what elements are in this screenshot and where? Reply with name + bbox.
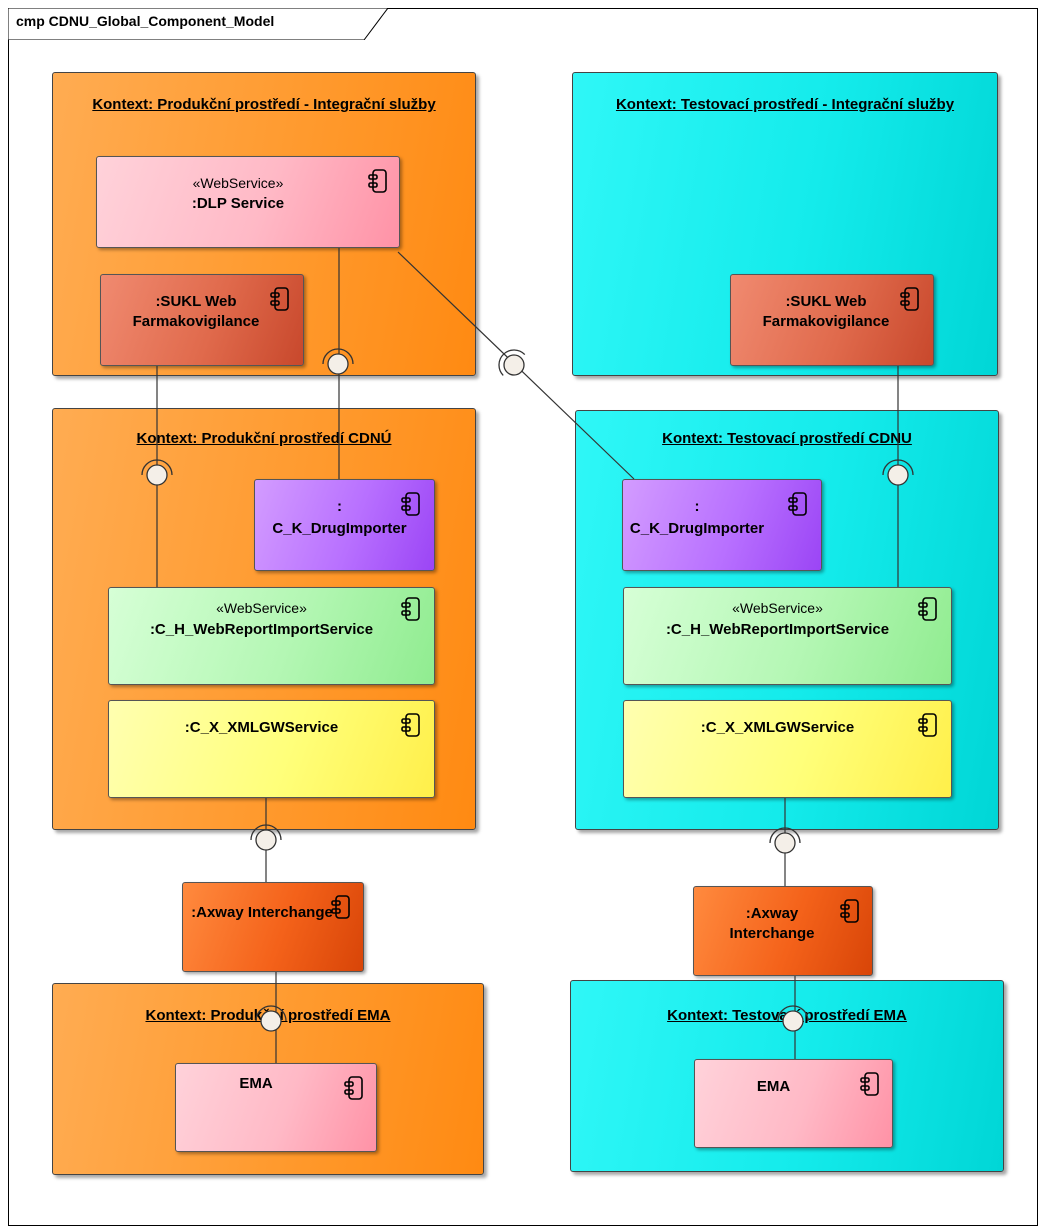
component-icon — [859, 1071, 881, 1097]
component-name-prefix: : — [694, 498, 700, 515]
component-name: EMA — [239, 1075, 273, 1092]
component-drug-importer-test[interactable]: : C_K_DrugImporter — [622, 479, 822, 571]
component-ema-test[interactable]: EMA — [694, 1059, 893, 1148]
component-icon — [787, 491, 809, 517]
context-title: Kontext: Testovací prostředí - Integračn… — [615, 96, 955, 113]
component-sukl-test[interactable]: :SUKL Web Farmakovigilance — [730, 274, 934, 366]
context-title: Kontext: Produkční prostředí - Integračn… — [92, 96, 436, 113]
diagram-title: cmp CDNU_Global_Component_Model — [16, 13, 275, 29]
component-name: :SUKL Web Farmakovigilance — [762, 293, 890, 330]
component-webreport-test[interactable]: «WebService» :C_H_WebReportImportService — [623, 587, 952, 685]
component-axway-test[interactable]: :Axway Interchange — [693, 886, 873, 976]
component-webreport-prod[interactable]: «WebService» :C_H_WebReportImportService — [108, 587, 435, 685]
component-dlp-service[interactable]: «WebService» :DLP Service — [96, 156, 400, 248]
context-title: Kontext: Produkční prostředí CDNÚ — [136, 430, 392, 447]
component-icon — [400, 596, 422, 622]
stereotype-label: «WebService» — [216, 600, 307, 616]
component-name: :Axway Interchange — [729, 905, 815, 942]
stereotype-label: «WebService» — [732, 600, 823, 616]
component-ema-prod[interactable]: EMA — [175, 1063, 377, 1152]
component-name: :Axway Interchange — [191, 904, 333, 921]
component-icon — [343, 1075, 365, 1101]
component-icon — [367, 168, 389, 194]
component-icon — [839, 898, 861, 924]
component-name: :C_X_XMLGWService — [184, 719, 339, 736]
component-name: :SUKL Web Farmakovigilance — [132, 293, 260, 330]
component-axway-prod[interactable]: :Axway Interchange — [182, 882, 364, 972]
component-icon — [917, 596, 939, 622]
component-name: :C_H_WebReportImportService — [665, 621, 890, 638]
component-name: :DLP Service — [191, 195, 285, 212]
component-icon — [917, 712, 939, 738]
context-title: Kontext: Testovací prostředí EMA — [667, 1007, 907, 1024]
component-name: C_K_DrugImporter — [629, 520, 765, 537]
component-icon — [400, 491, 422, 517]
component-name: C_K_DrugImporter — [272, 520, 407, 537]
component-name: EMA — [756, 1078, 791, 1095]
context-title: Kontext: Produkční prostředí EMA — [145, 1007, 391, 1024]
component-name: :C_X_XMLGWService — [700, 719, 855, 736]
component-sukl-prod[interactable]: :SUKL Web Farmakovigilance — [100, 274, 304, 366]
component-icon — [899, 286, 921, 312]
stereotype-label: «WebService» — [192, 175, 284, 191]
component-icon — [269, 286, 291, 312]
context-title: Kontext: Testovací prostředí CDNU — [662, 430, 912, 447]
diagram-frame-tab — [8, 8, 388, 40]
component-drug-importer-prod[interactable]: : C_K_DrugImporter — [254, 479, 435, 571]
component-xmlgw-prod[interactable]: :C_X_XMLGWService — [108, 700, 435, 798]
component-icon — [400, 712, 422, 738]
component-name: :C_H_WebReportImportService — [149, 621, 374, 638]
component-xmlgw-test[interactable]: :C_X_XMLGWService — [623, 700, 952, 798]
component-icon — [330, 894, 352, 920]
component-name-prefix: : — [337, 498, 342, 515]
